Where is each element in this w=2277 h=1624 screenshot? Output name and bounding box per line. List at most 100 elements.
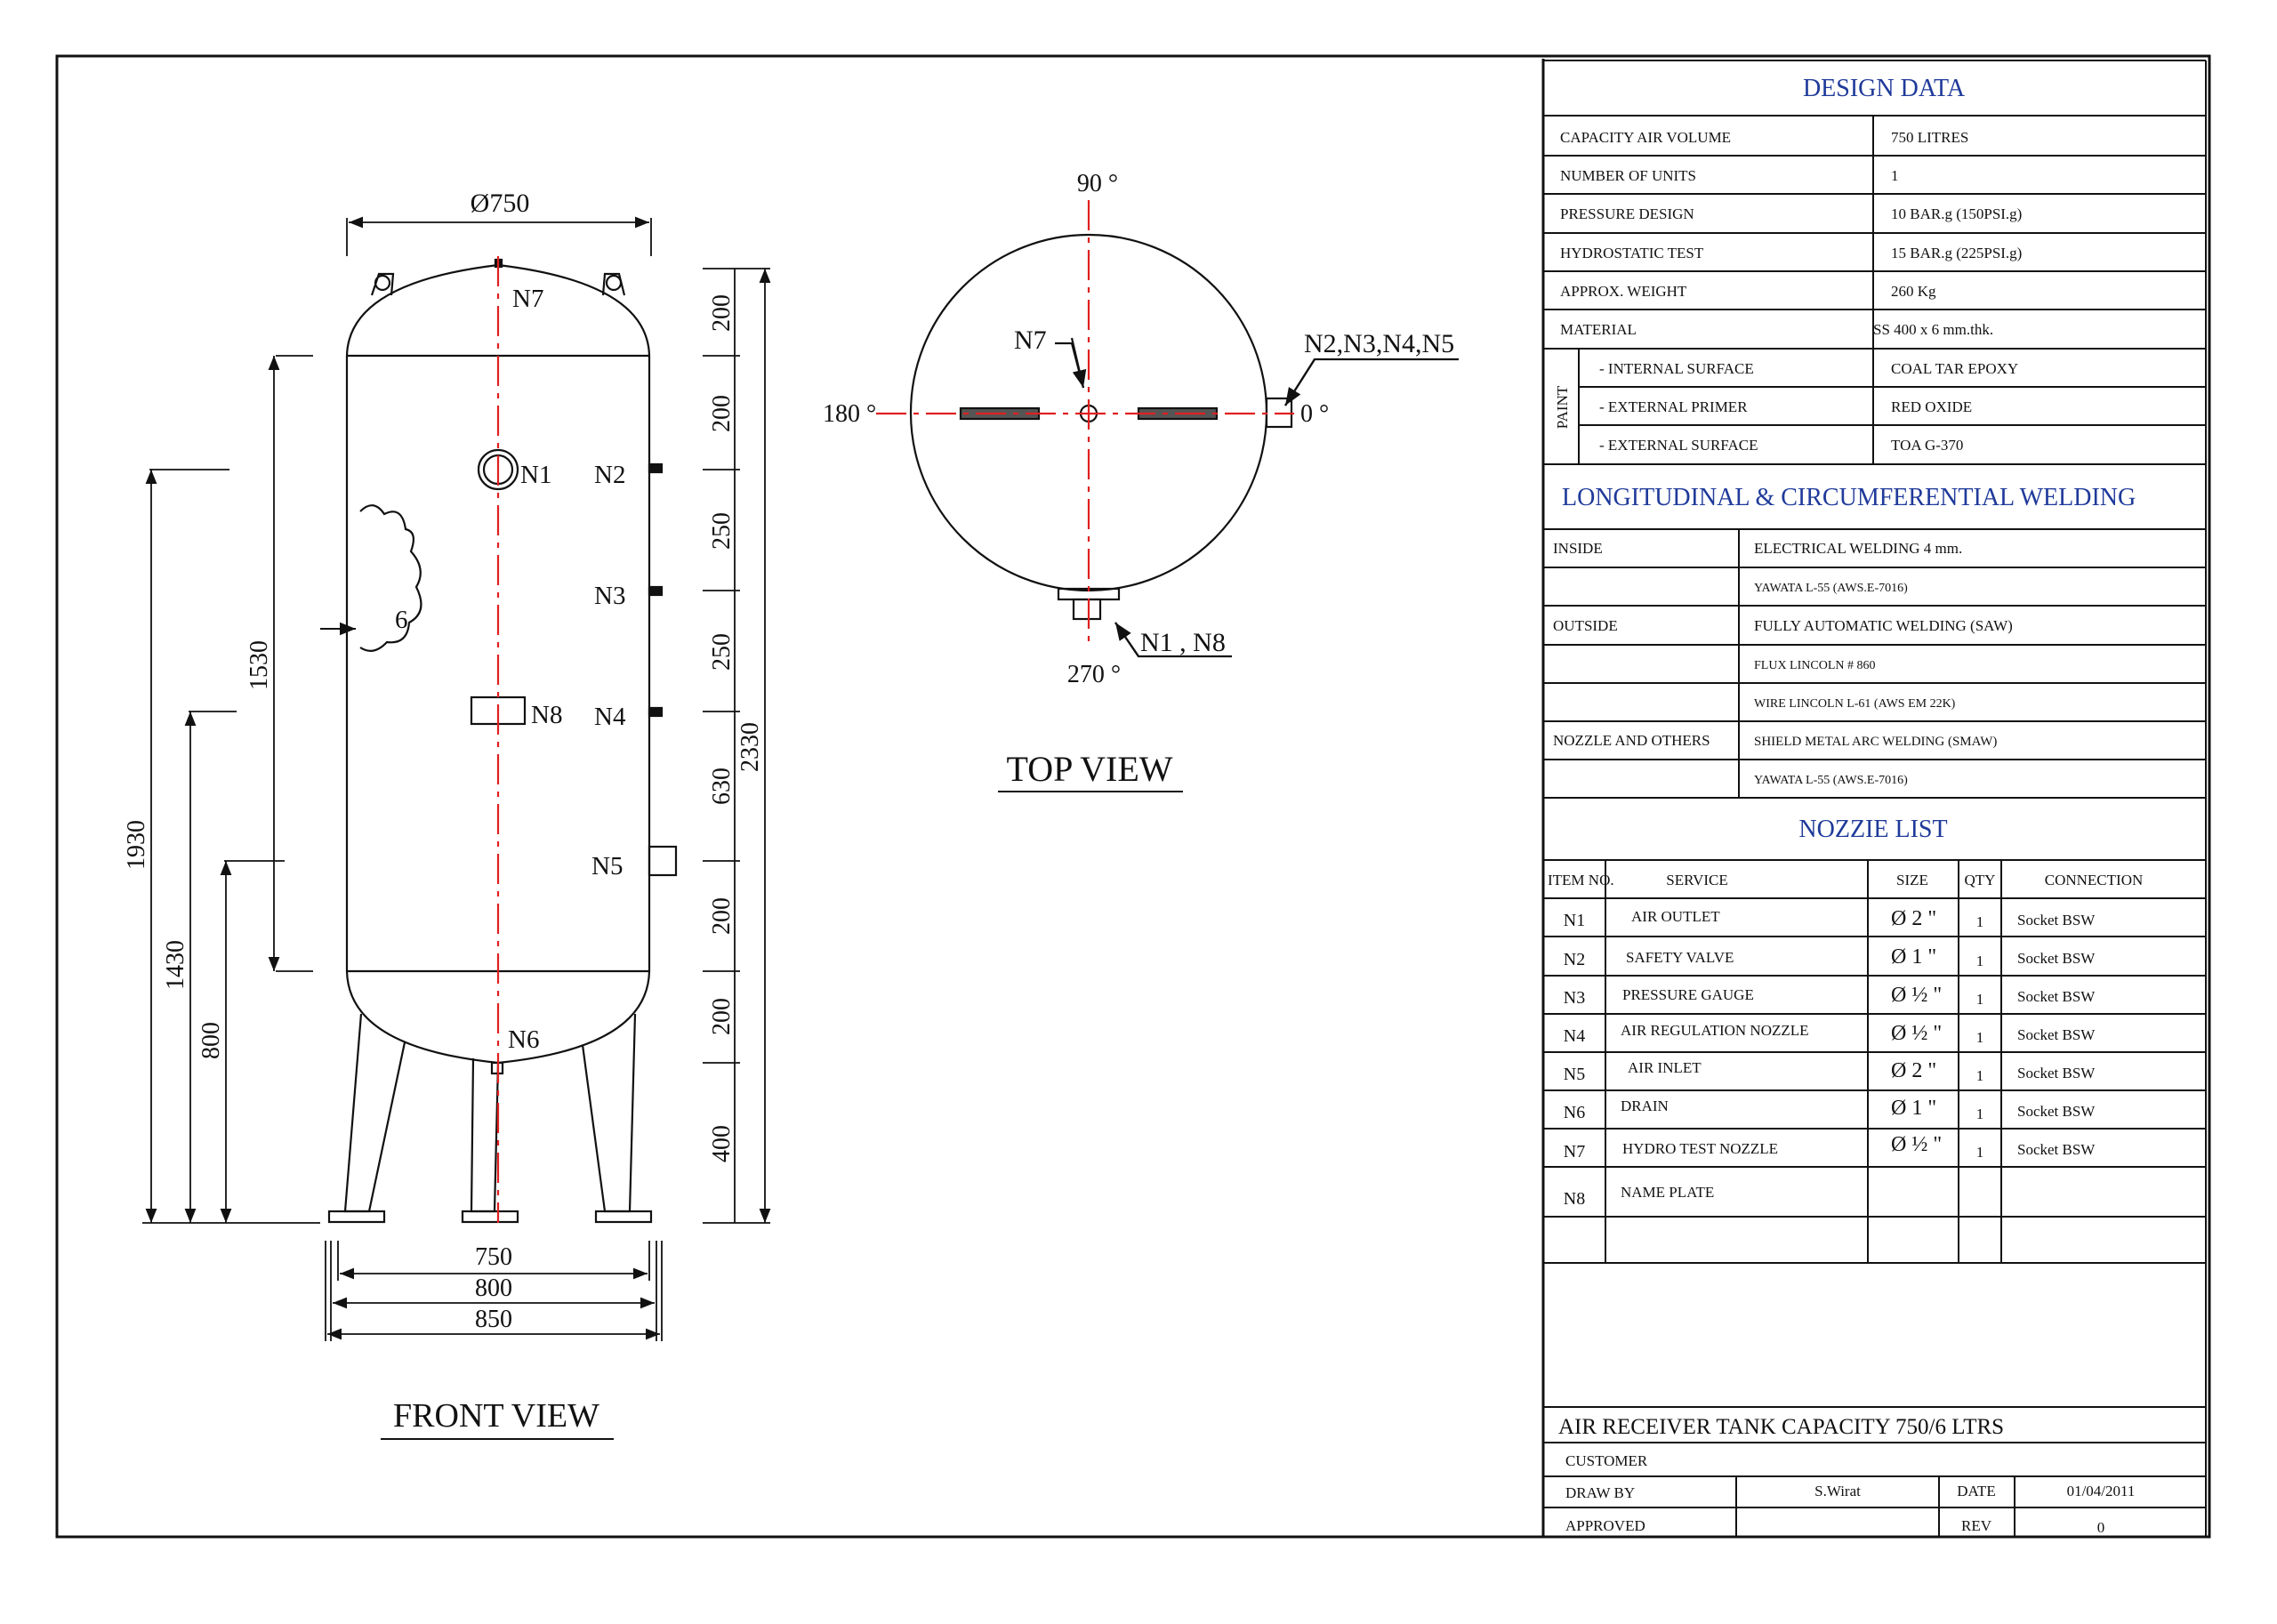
- svg-text:400: 400: [708, 1125, 736, 1162]
- svg-text:1: 1: [1976, 1067, 1984, 1084]
- draw-by-value: S.Wirat: [1814, 1483, 1861, 1499]
- nozzle-list-headers: ITEM NO. SERVICE SIZE QTY CONNECTION: [1548, 872, 2143, 888]
- svg-text:INSIDE: INSIDE: [1553, 540, 1603, 557]
- label-n2-front: N2: [594, 461, 625, 489]
- svg-text:200: 200: [708, 395, 736, 432]
- angle-180: 180 °: [823, 400, 876, 428]
- svg-text:1430: 1430: [162, 940, 189, 990]
- svg-text:750: 750: [475, 1243, 512, 1271]
- svg-text:N3: N3: [1564, 988, 1585, 1008]
- svg-text:15 BAR.g (225PSI.g): 15 BAR.g (225PSI.g): [1891, 245, 2022, 261]
- svg-text:1: 1: [1976, 953, 1984, 969]
- svg-text:850: 850: [475, 1306, 512, 1333]
- svg-text:YAWATA L-55 (AWS.E-7016): YAWATA L-55 (AWS.E-7016): [1754, 582, 1908, 595]
- svg-text:1: 1: [1976, 913, 1984, 930]
- dims-bottom: 750 800 850: [475, 1243, 512, 1333]
- design-data-title: DESIGN DATA: [1803, 75, 1966, 102]
- svg-text:HYDRO TEST NOZZLE: HYDRO TEST NOZZLE: [1622, 1140, 1778, 1157]
- svg-text:N2: N2: [1564, 950, 1585, 969]
- svg-text:- INTERNAL SURFACE: - INTERNAL SURFACE: [1599, 360, 1754, 377]
- svg-text:AIR INLET: AIR INLET: [1628, 1059, 1702, 1076]
- svg-text:NAME PLATE: NAME PLATE: [1621, 1184, 1714, 1201]
- svg-text:MATERIAL: MATERIAL: [1560, 321, 1637, 338]
- customer-label: CUSTOMER: [1565, 1452, 1648, 1469]
- svg-text:1530: 1530: [245, 640, 273, 690]
- svg-text:CAPACITY AIR VOLUME: CAPACITY AIR VOLUME: [1560, 129, 1731, 146]
- svg-text:Ø 1 ": Ø 1 ": [1891, 1097, 1936, 1120]
- svg-text:NOZZLE AND OTHERS: NOZZLE AND OTHERS: [1553, 732, 1710, 749]
- svg-text:ELECTRICAL WELDING 4 mm.: ELECTRICAL WELDING 4 mm.: [1754, 540, 1962, 557]
- label-n4-front: N4: [594, 703, 626, 731]
- top-view-title: TOP VIEW: [1006, 749, 1172, 789]
- svg-text:SAFETY VALVE: SAFETY VALVE: [1626, 949, 1734, 966]
- svg-text:N7: N7: [1564, 1142, 1585, 1162]
- svg-text:Ø ½ ": Ø ½ ": [1891, 1133, 1942, 1156]
- nozzle-list-title: NOZZIE LIST: [1798, 816, 1947, 843]
- svg-text:QTY: QTY: [1965, 872, 1996, 888]
- svg-text:Socket BSW: Socket BSW: [2017, 1141, 2096, 1158]
- label-group-top: N2,N3,N4,N5: [1304, 329, 1454, 358]
- svg-text:1: 1: [1976, 1029, 1984, 1046]
- svg-text:PRESSURE DESIGN: PRESSURE DESIGN: [1560, 205, 1694, 222]
- dimension-lines: [142, 216, 771, 1341]
- svg-text:AIR REGULATION NOZZLE: AIR REGULATION NOZZLE: [1621, 1022, 1809, 1039]
- dim-top-diameter: Ø750: [471, 189, 530, 218]
- svg-text:1930: 1930: [123, 820, 150, 870]
- svg-text:WIRE LINCOLN L-61 (AWS EM 22K): WIRE LINCOLN L-61 (AWS EM 22K): [1754, 697, 1956, 711]
- top-view: [909, 233, 1459, 658]
- date-label: DATE: [1957, 1483, 1995, 1499]
- svg-text:250: 250: [708, 633, 736, 671]
- design-data-rows: CAPACITY AIR VOLUME 750 LITRES NUMBER OF…: [1560, 129, 2022, 454]
- svg-text:1: 1: [1976, 991, 1984, 1008]
- svg-text:630: 630: [708, 768, 736, 805]
- svg-text:AIR OUTLET: AIR OUTLET: [1631, 908, 1720, 925]
- svg-text:N6: N6: [1564, 1103, 1585, 1122]
- rev-label: REV: [1961, 1517, 1992, 1534]
- svg-text:SS 400 x 6 mm.thk.: SS 400 x 6 mm.thk.: [1873, 321, 1993, 338]
- svg-text:200: 200: [708, 998, 736, 1035]
- angle-0: 0 °: [1300, 400, 1329, 428]
- welding-rows: INSIDE ELECTRICAL WELDING 4 mm. YAWATA L…: [1553, 540, 2013, 787]
- svg-text:1: 1: [1891, 167, 1899, 184]
- svg-text:SHIELD METAL ARC WELDING (SMAW: SHIELD METAL ARC WELDING (SMAW): [1754, 735, 1997, 749]
- svg-text:YAWATA L-55 (AWS.E-7016): YAWATA L-55 (AWS.E-7016): [1754, 774, 1908, 787]
- label-n1n8-top: N1 , N8: [1140, 628, 1226, 657]
- svg-text:Ø ½ ": Ø ½ ": [1891, 984, 1942, 1007]
- svg-text:FLUX LINCOLN # 860: FLUX LINCOLN # 860: [1754, 659, 1876, 672]
- dims-right-chain: 200 200 250 250 630 200 200 400 2330: [708, 294, 764, 1162]
- svg-text:- EXTERNAL SURFACE: - EXTERNAL SURFACE: [1599, 437, 1758, 454]
- svg-text:Ø 1 ": Ø 1 ": [1891, 945, 1936, 969]
- svg-text:Ø 2 ": Ø 2 ": [1891, 1059, 1936, 1082]
- svg-text:APPROX. WEIGHT: APPROX. WEIGHT: [1560, 283, 1687, 300]
- svg-text:Ø ½ ": Ø ½ ": [1891, 1022, 1942, 1045]
- label-n8-front: N8: [531, 701, 562, 729]
- svg-text:250: 250: [708, 512, 736, 550]
- svg-text:200: 200: [708, 294, 736, 332]
- weld-cloud: [359, 504, 422, 652]
- rev-value: 0: [2097, 1519, 2105, 1536]
- draw-by-label: DRAW BY: [1565, 1484, 1635, 1501]
- angle-270: 270 °: [1067, 661, 1121, 688]
- label-n5-front: N5: [591, 852, 623, 880]
- svg-text:ITEM NO.: ITEM NO.: [1548, 872, 1614, 888]
- label-n6-front: N6: [508, 1025, 539, 1054]
- svg-text:- EXTERNAL PRIMER: - EXTERNAL PRIMER: [1599, 398, 1748, 415]
- label-n7-front: N7: [512, 285, 543, 313]
- angle-90: 90 °: [1077, 170, 1118, 197]
- label-n3-front: N3: [594, 582, 625, 610]
- svg-text:SERVICE: SERVICE: [1666, 872, 1727, 888]
- svg-text:260 Kg: 260 Kg: [1891, 283, 1936, 300]
- weld-size-label: 6: [395, 606, 408, 634]
- svg-text:OUTSIDE: OUTSIDE: [1553, 617, 1618, 634]
- dims-left: 1530 1930 1430 800: [123, 640, 273, 1059]
- svg-text:Socket BSW: Socket BSW: [2017, 1026, 2096, 1043]
- welding-title: LONGITUDINAL & CIRCUMFERENTIAL WELDING: [1562, 484, 2136, 511]
- front-view-title: FRONT VIEW: [393, 1397, 599, 1435]
- top-centerlines: [876, 200, 1294, 647]
- svg-text:HYDROSTATIC TEST: HYDROSTATIC TEST: [1560, 245, 1704, 261]
- svg-text:N5: N5: [1564, 1065, 1585, 1084]
- svg-text:Socket BSW: Socket BSW: [2017, 912, 2096, 929]
- front-view: [320, 258, 678, 1224]
- svg-text:NUMBER OF UNITS: NUMBER OF UNITS: [1560, 167, 1696, 184]
